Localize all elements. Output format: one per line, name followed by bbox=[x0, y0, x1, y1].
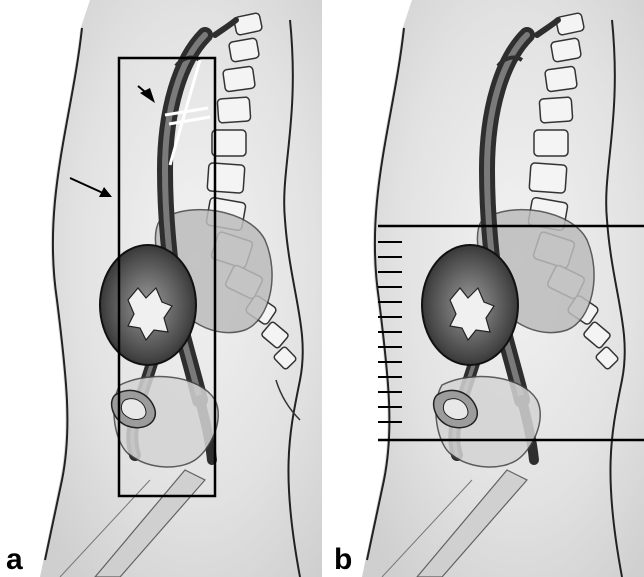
panel-b-illustration bbox=[322, 0, 644, 577]
panel-a-illustration bbox=[0, 0, 322, 577]
panel-label: b bbox=[334, 543, 352, 577]
panel-label: a bbox=[6, 543, 23, 577]
panel-a: a bbox=[0, 0, 322, 577]
panel-b: b bbox=[322, 0, 644, 577]
